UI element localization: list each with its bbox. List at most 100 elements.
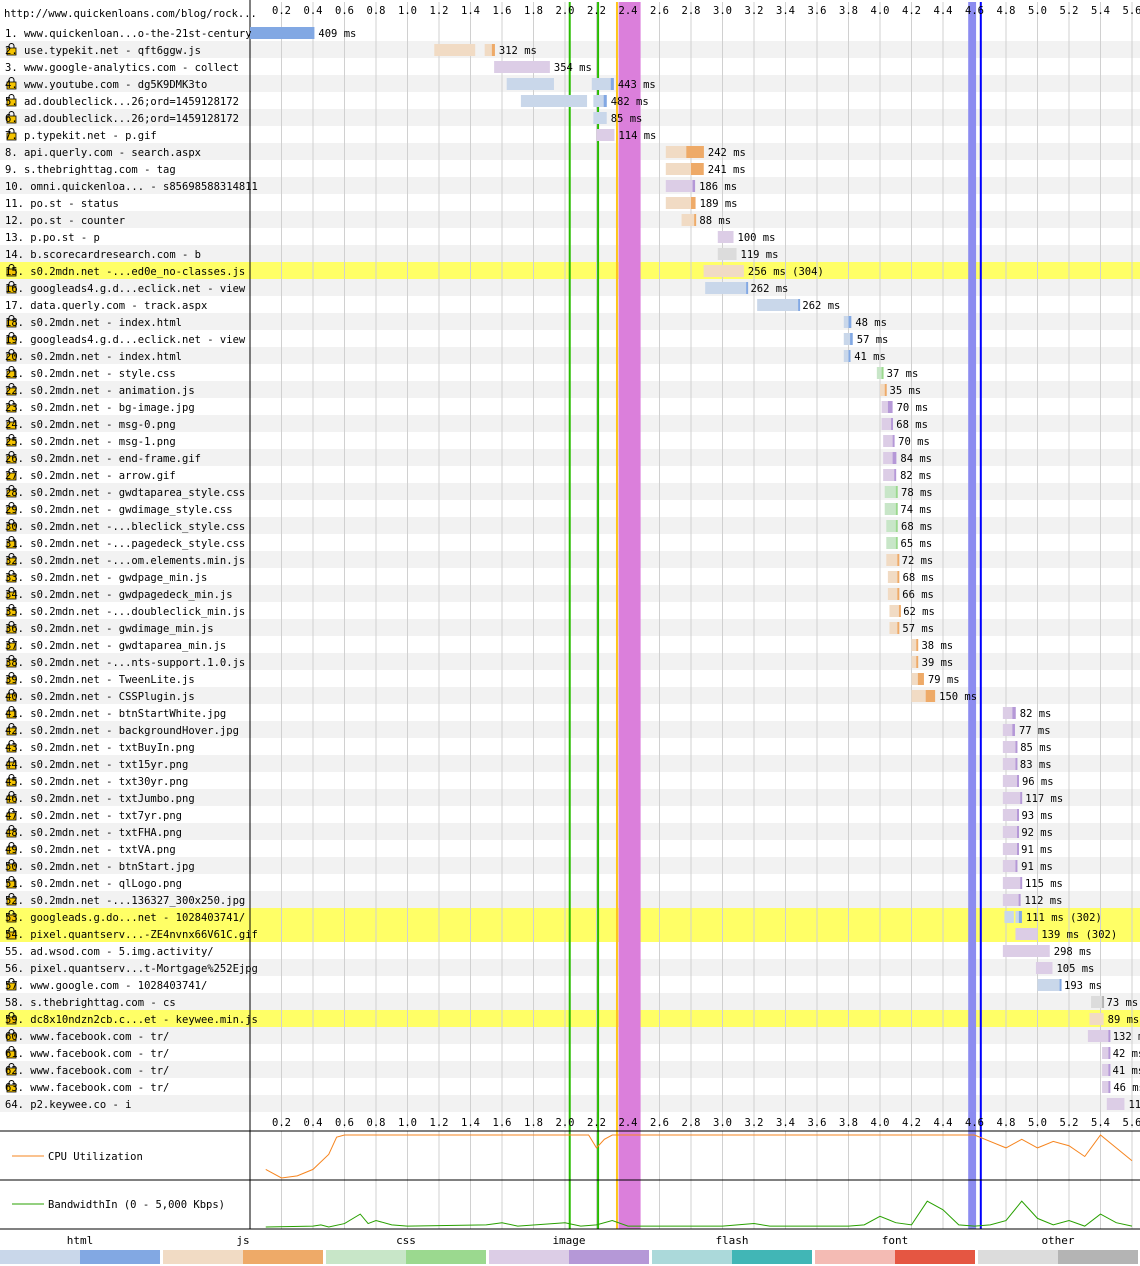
request-timing: 84 ms [900, 453, 932, 465]
legend-swatch-download [569, 1250, 649, 1264]
request-bar-download [897, 554, 900, 566]
request-timing: 38 ms [921, 640, 953, 652]
bandwidth-label: BandwidthIn (0 - 5,000 Kbps) [48, 1199, 225, 1211]
tick-label: 3.0 [713, 1117, 732, 1129]
request-bar-download [1059, 979, 1062, 991]
tick-label: 2.0 [556, 5, 575, 17]
request-label: 14. b.scorecardresearch.com - b [5, 249, 201, 261]
lock-icon [6, 587, 17, 600]
request-label: 11. po.st - status [5, 198, 119, 210]
request-label: 24. s0.2mdn.net - msg-0.png [5, 419, 176, 431]
legend-swatch-download [1058, 1250, 1138, 1264]
request-label: 12. po.st - counter [5, 215, 125, 227]
legend-item-other: other [978, 1232, 1138, 1266]
lock-icon [6, 774, 17, 787]
request-timing: 262 ms [750, 283, 788, 295]
lock-icon [6, 485, 17, 498]
request-timing: 89 ms (304) [1108, 1014, 1140, 1026]
request-label: 31. s0.2mdn.net -...pagedeck_style.css [5, 538, 245, 550]
legend-item-font: font [815, 1232, 975, 1266]
tick-label: 2.8 [682, 5, 701, 17]
request-bar-download [798, 299, 801, 311]
tick-label: 0.6 [335, 1117, 354, 1129]
request-timing: 93 ms [1021, 810, 1053, 822]
request-timing: 105 ms [1056, 963, 1094, 975]
request-timing: 78 ms [901, 487, 933, 499]
request-label: 51. s0.2mdn.net - qlLogo.png [5, 878, 182, 890]
request-bar-wait [1002, 860, 1016, 872]
request-label: 8. api.querly.com - search.aspx [5, 147, 201, 159]
request-bar-wait [1002, 945, 1050, 957]
tick-label: 4.6 [965, 5, 984, 17]
tick-label: 0.2 [272, 5, 291, 17]
request-timing: 79 ms [928, 674, 960, 686]
request-timing: 298 ms [1054, 946, 1092, 958]
tick-label: 2.8 [682, 1117, 701, 1129]
legend-label: image [552, 1234, 586, 1247]
request-label: 57. www.google.com - 1028403741/ [5, 980, 207, 992]
lock-icon [6, 757, 17, 770]
request-label: 32. s0.2mdn.net -...om.elements.min.js [5, 555, 245, 567]
request-label: 61. www.facebook.com - tr/ [5, 1048, 169, 1060]
request-label: 62. www.facebook.com - tr/ [5, 1065, 169, 1077]
request-bar-download [1102, 996, 1105, 1008]
request-timing: 85 ms [611, 113, 643, 125]
request-bar-wait [1087, 1030, 1109, 1042]
request-label: 28. s0.2mdn.net - gwdtaparea_style.css [5, 487, 245, 499]
legend-swatch-wait [652, 1250, 732, 1264]
lock-icon [6, 672, 17, 685]
request-bar-download [1108, 1030, 1111, 1042]
lock-icon [6, 621, 17, 634]
request-timing: 57 ms [902, 623, 934, 635]
request-timing: 100 ms [738, 232, 776, 244]
tick-label: 3.0 [713, 5, 732, 17]
request-bar-wait [1015, 928, 1038, 940]
request-bar-wait [843, 333, 851, 345]
request-label: 15. s0.2mdn.net -...ed0e_no-classes.js [5, 266, 245, 278]
request-label: 26. s0.2mdn.net - end-frame.gif [5, 453, 201, 465]
lock-icon [6, 434, 17, 447]
request-timing: 119 ms [741, 249, 779, 261]
request-bar-download [895, 520, 898, 532]
request-bar-wait [665, 146, 687, 158]
request-timing: 139 ms (302) [1041, 929, 1117, 941]
request-bar-wait [494, 61, 550, 73]
request-label: 22. s0.2mdn.net - animation.js [5, 385, 195, 397]
request-timing: 68 ms [901, 521, 933, 533]
request-timing: 35 ms [890, 385, 922, 397]
request-timing: 82 ms [900, 470, 932, 482]
tick-label: 2.6 [650, 1117, 669, 1129]
tick-label: 5.6 [1123, 1117, 1140, 1129]
tick-label: 2.2 [587, 5, 606, 17]
request-bar-wait [506, 78, 554, 90]
legend-item-css: css [326, 1232, 486, 1266]
request-bar-wait [1102, 1081, 1109, 1093]
legend-swatch-wait [326, 1250, 406, 1264]
request-label: 56. pixel.quantserv...t-Mortgage%252Ejpg [5, 963, 258, 975]
request-label: 58. s.thebrighttag.com - cs [5, 997, 176, 1009]
request-bar-wait [886, 554, 898, 566]
tick-label: 1.2 [430, 5, 449, 17]
request-label: 20. s0.2mdn.net - index.html [5, 351, 182, 363]
request-label: 50. s0.2mdn.net - btnStart.jpg [5, 861, 195, 873]
request-bar-wait [1002, 758, 1016, 770]
legend-swatch-wait [163, 1250, 243, 1264]
request-bar-download [1018, 894, 1021, 906]
lock-icon [6, 502, 17, 515]
event-marker [618, 2, 641, 1229]
request-bar-download [892, 452, 897, 464]
tick-label: 5.2 [1060, 5, 1079, 17]
tick-label: 1.8 [524, 5, 543, 17]
request-label: 38. s0.2mdn.net -...nts-support.1.0.js [5, 657, 245, 669]
request-label: 63. www.facebook.com - tr/ [5, 1082, 169, 1094]
request-bar-download [850, 333, 853, 345]
request-bar-download [1015, 758, 1018, 770]
request-label: 44. s0.2mdn.net - txt15yr.png [5, 759, 188, 771]
request-bar-wait [887, 588, 898, 600]
request-timing: 112 ms [1128, 1099, 1140, 1111]
legend-item-html: html [0, 1232, 160, 1266]
request-timing: 41 ms [854, 351, 886, 363]
lock-icon [6, 264, 17, 277]
request-bar-wait [1002, 775, 1018, 787]
tick-label: 5.0 [1028, 5, 1047, 17]
